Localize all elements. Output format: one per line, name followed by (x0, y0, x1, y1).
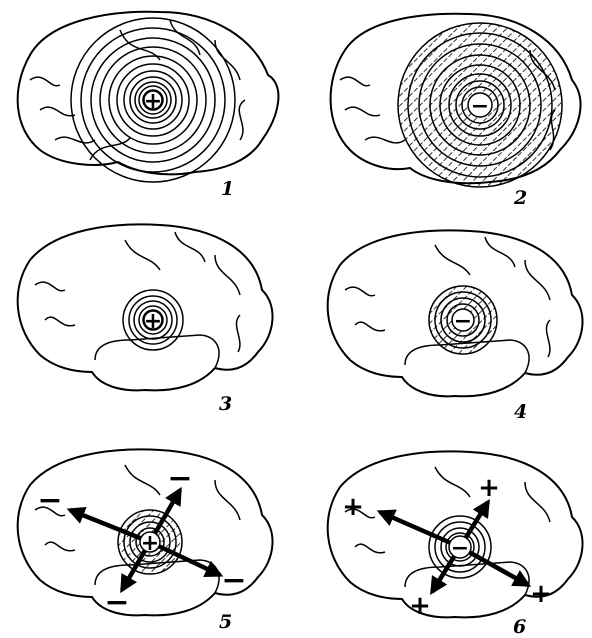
panel-label-1: 1 (221, 180, 234, 199)
arrow-up-left (380, 512, 460, 547)
spread-sign-top-left: + (342, 492, 364, 522)
panel-label-2: 2 (514, 189, 527, 208)
panel-label-3: 3 (219, 395, 232, 414)
center-charge: − (471, 94, 489, 119)
spread-sign-top-left: − (37, 483, 62, 518)
temporal-lobe (95, 335, 219, 368)
center-charge: − (451, 536, 469, 561)
spread-sign-bottom-right: − (221, 563, 246, 598)
brain-sulcus (35, 232, 240, 352)
panel-label-5: 5 (219, 613, 232, 632)
spread-sign-bottom-right: + (530, 579, 552, 609)
brain-outline (18, 224, 273, 390)
center-charge: + (141, 531, 159, 556)
center-charge: − (454, 309, 472, 334)
center-charge: + (144, 309, 162, 334)
spread-sign-top-right: + (478, 473, 500, 503)
panel-6: − + + + + (328, 451, 583, 621)
spread-sign-top-right: − (167, 461, 192, 496)
spread-sign-bottom-left: − (104, 585, 129, 620)
panel-5: + − − − − (18, 449, 273, 620)
spread-sign-bottom-left: + (409, 591, 431, 621)
panel-4: − (328, 230, 583, 396)
center-charge: + (144, 89, 162, 114)
panel-2: − (331, 14, 581, 187)
panel-label-4: 4 (514, 403, 527, 422)
panel-3: + (18, 224, 273, 390)
panel-label-6: 6 (513, 618, 526, 637)
panel-1: + (18, 12, 279, 182)
